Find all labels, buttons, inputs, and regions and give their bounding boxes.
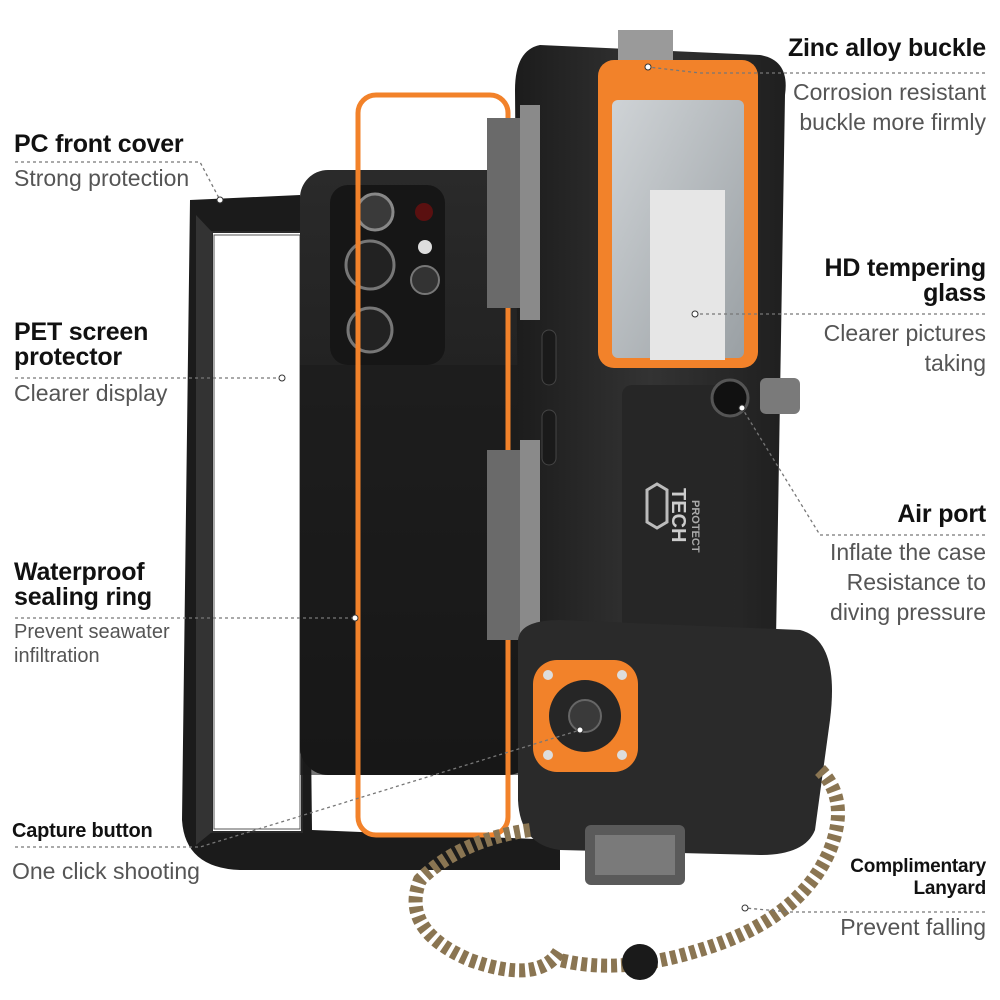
zinc-alloy-buckle-desc-1: Corrosion resistant xyxy=(792,79,986,105)
lanyard-graphic xyxy=(408,765,845,980)
pet-screen-protector-label: PET screen protector Clearer display xyxy=(14,320,167,408)
waterproof-sealing-ring-desc-1: Prevent seawater xyxy=(14,621,170,643)
pet-screen-protector-desc: Clearer display xyxy=(14,380,168,406)
waterproof-sealing-ring-desc-2: infiltration xyxy=(14,645,100,667)
capture-button-title: Capture button xyxy=(12,820,153,842)
waterproof-sealing-ring-title-1: Waterproof xyxy=(14,558,145,586)
pc-front-cover-title: PC front cover xyxy=(14,130,184,158)
case-graphic xyxy=(487,30,800,705)
air-port-desc-3: diving pressure xyxy=(830,599,986,625)
zinc-alloy-buckle-title: Zinc alloy buckle xyxy=(787,34,986,62)
air-port-title: Air port xyxy=(897,500,986,528)
capture-button-desc: One click shooting xyxy=(12,858,200,884)
air-port-label: Air port Inflate the case Resistance to … xyxy=(830,502,986,627)
hd-tempering-glass-desc-1: Clearer pictures xyxy=(823,320,986,346)
pet-screen-protector-title-1: PET screen xyxy=(14,318,149,346)
hd-tempering-glass-title-2: glass xyxy=(923,279,986,307)
brand-logo: TECH PROTECT xyxy=(645,482,701,553)
zinc-alloy-buckle-desc-2: buckle more firmly xyxy=(799,109,986,135)
callout-lines xyxy=(15,66,985,913)
hd-tempering-glass-label: HD tempering glass Clearer pictures taki… xyxy=(823,254,987,378)
air-port-desc-1: Inflate the case xyxy=(830,539,986,565)
complimentary-lanyard-desc: Prevent falling xyxy=(840,914,986,940)
waterproof-sealing-ring-label: Waterproof sealing ring Prevent seawater… xyxy=(14,560,170,668)
complimentary-lanyard-title-1: Complimentary xyxy=(850,856,986,877)
waterproof-sealing-ring-title-2: sealing ring xyxy=(14,583,152,611)
air-port-desc-2: Resistance to xyxy=(846,569,986,595)
brand-logo-subtext: PROTECT xyxy=(689,500,701,553)
pet-screen-protector-title-2: protector xyxy=(14,343,122,371)
callout-dots xyxy=(216,63,749,912)
complimentary-lanyard-label: Complimentary Lanyard Prevent falling xyxy=(840,856,986,942)
pc-front-cover-label: PC front cover Strong protection xyxy=(14,132,189,193)
brand-logo-text: TECH xyxy=(667,488,689,542)
hd-tempering-glass-title-1: HD tempering xyxy=(824,254,986,282)
hd-tempering-glass-desc-2: taking xyxy=(924,350,986,376)
zinc-alloy-buckle-label: Zinc alloy buckle Corrosion resistant bu… xyxy=(788,36,986,137)
pc-front-cover-graphic xyxy=(182,195,560,870)
complimentary-lanyard-title-2: Lanyard xyxy=(913,878,986,899)
capture-button-label: Capture button One click shooting xyxy=(12,820,200,886)
grip-handle-graphic xyxy=(518,620,832,885)
pc-front-cover-desc: Strong protection xyxy=(14,165,190,191)
